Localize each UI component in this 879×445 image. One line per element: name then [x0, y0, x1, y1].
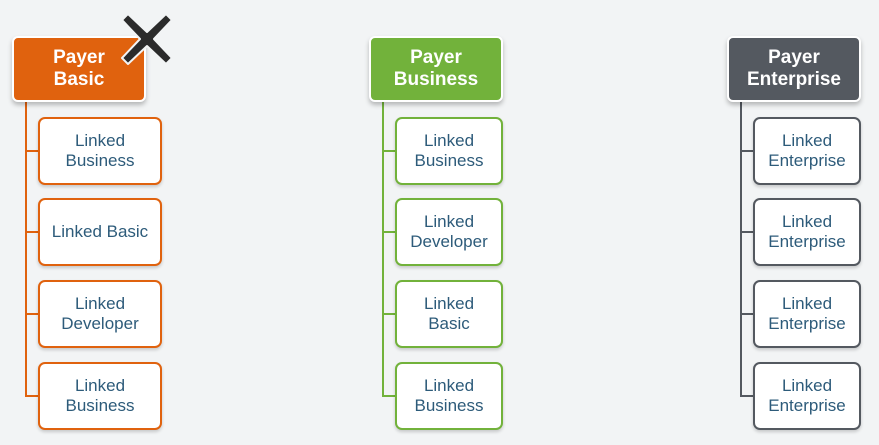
payer-basic-box: Payer Basic — [12, 36, 146, 102]
linked-account-box: Linked Developer — [38, 280, 162, 348]
payer-enterprise-box: Payer Enterprise — [727, 36, 861, 102]
connector-branch — [740, 150, 753, 152]
connector-branch — [382, 231, 395, 233]
linked-account-box: Linked Business — [395, 117, 503, 185]
connector-branch — [25, 231, 38, 233]
linked-account-box: Linked Developer — [395, 198, 503, 266]
linked-account-box: Linked Enterprise — [753, 117, 861, 185]
connector-branch — [740, 395, 753, 397]
connector-line — [740, 98, 742, 397]
x-mark-icon — [121, 13, 173, 65]
connector-branch — [740, 231, 753, 233]
linked-account-box: Linked Enterprise — [753, 362, 861, 430]
connector-line — [25, 98, 27, 397]
linked-account-box: Linked Basic — [38, 198, 162, 266]
connector-branch — [740, 313, 753, 315]
connector-branch — [25, 150, 38, 152]
linked-account-box: Linked Business — [395, 362, 503, 430]
connector-branch — [382, 395, 395, 397]
linked-account-box: Linked Business — [38, 362, 162, 430]
connector-branch — [25, 313, 38, 315]
connector-branch — [382, 150, 395, 152]
connector-branch — [382, 313, 395, 315]
connector-branch — [25, 395, 38, 397]
linked-account-box: Linked Business — [38, 117, 162, 185]
connector-line — [382, 98, 384, 397]
payer-business-box: Payer Business — [369, 36, 503, 102]
linked-account-box: Linked Enterprise — [753, 280, 861, 348]
linked-account-box: Linked Enterprise — [753, 198, 861, 266]
linked-account-box: Linked Basic — [395, 280, 503, 348]
